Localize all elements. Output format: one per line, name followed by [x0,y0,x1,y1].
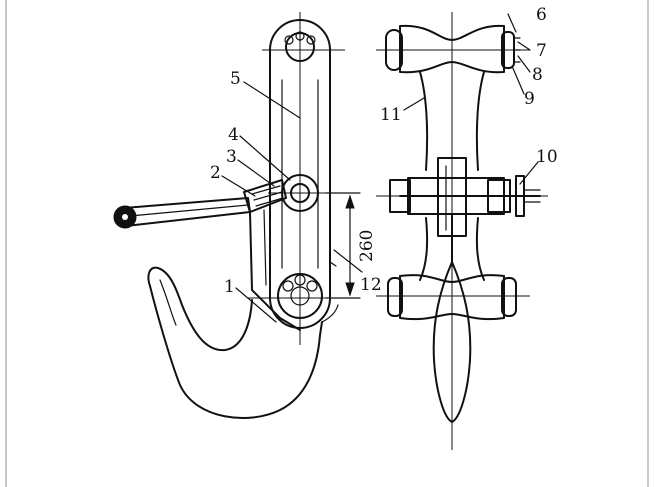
lever-knob-center [122,214,128,220]
top-pin [285,32,315,62]
callout-11: 11 [380,105,402,125]
hook-inner-curve [159,279,177,326]
dim-label-260: 260 [357,230,377,262]
leader-1 [235,287,277,323]
lever-handle-edge [129,204,249,217]
front-view [376,12,548,450]
leader-3 [237,159,275,187]
latch-body-inner [263,209,267,286]
callout-12: 12 [360,275,382,295]
leader-8 [517,55,531,73]
hook-tongue [432,261,472,423]
callout-1: 1 [224,277,235,297]
side-view: 260 [113,12,377,419]
leader-2 [221,175,256,197]
top-crossbar [399,24,505,74]
leader-11 [403,97,425,111]
top-left-boss [385,29,403,71]
leader-12 [333,249,363,273]
middle-pin-outer [281,174,319,212]
leader-5 [243,81,301,119]
callout-7: 7 [536,41,547,61]
bottom-pin [277,273,323,319]
latch-cam-shading-3 [255,197,284,207]
left-side-plate [419,71,429,171]
latch-body [249,211,301,331]
bottom-crossbar [399,274,505,321]
latch-cam-shading-1 [251,185,281,195]
bottom-pin-hole-a [282,280,294,292]
left-side-plate-lower [419,217,429,281]
leader-9 [511,65,525,95]
leader-6 [507,13,517,33]
callout-5: 5 [230,69,241,89]
callout-10: 10 [536,147,558,167]
bottom-pin-hole-c [306,280,318,292]
callout-4: 4 [228,125,239,145]
callout-6: 6 [536,5,547,25]
bottom-right-boss [501,277,517,317]
dim-arrow-top [345,194,355,209]
spring-element [329,205,337,267]
bottom-pin-hole-b [294,274,306,286]
latch-cam-shading-2 [253,191,283,201]
hook-body [147,266,323,419]
leader-4 [239,135,291,181]
bottom-pin-hole-d [290,286,310,306]
top-pin-hole-b [295,31,305,41]
callout-8: 8 [532,65,543,85]
top-pin-hole-c [306,35,316,45]
leader-10 [519,161,539,185]
right-side-plate [475,71,485,171]
top-pin-hole-a [284,35,294,45]
middle-pin-inner [290,183,310,203]
dim-arrow-bottom [345,282,355,297]
bottom-left-boss [387,277,403,317]
right-side-plate-lower [475,217,485,281]
callout-2: 2 [210,163,221,183]
hook-throat [321,304,339,323]
latch-cam [243,179,287,213]
lever-handle [123,197,251,227]
callout-9: 9 [524,89,535,109]
leader-7 [517,41,531,51]
callout-3: 3 [226,147,237,167]
